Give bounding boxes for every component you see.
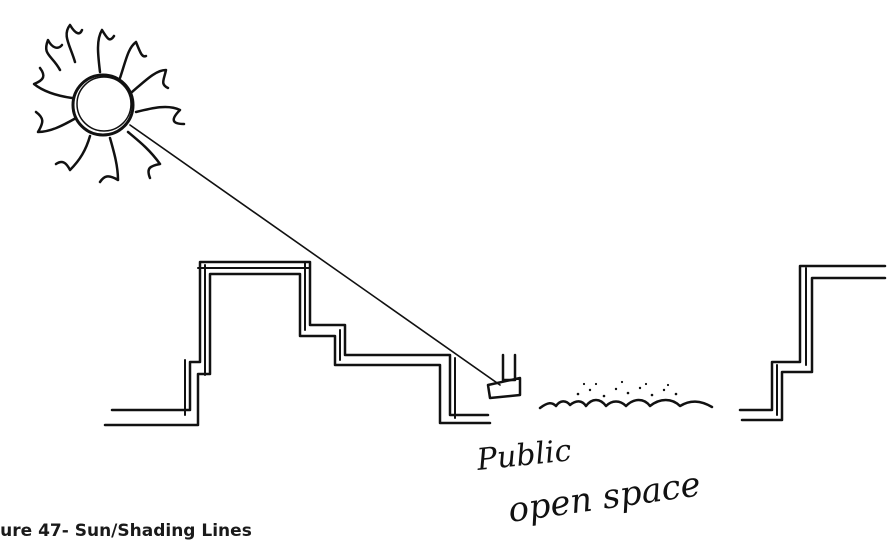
open-space-vegetation — [540, 381, 712, 408]
open-space-label-line1: Public — [474, 433, 573, 478]
sun-icon — [34, 25, 184, 182]
figure-caption: gure 47- Sun/Shading Lines — [0, 521, 252, 541]
sun-ray-line — [130, 125, 500, 385]
left-buildings — [105, 262, 490, 425]
person-figure — [488, 355, 520, 398]
right-buildings — [740, 266, 885, 420]
open-space-label-line2: open space — [506, 464, 703, 531]
